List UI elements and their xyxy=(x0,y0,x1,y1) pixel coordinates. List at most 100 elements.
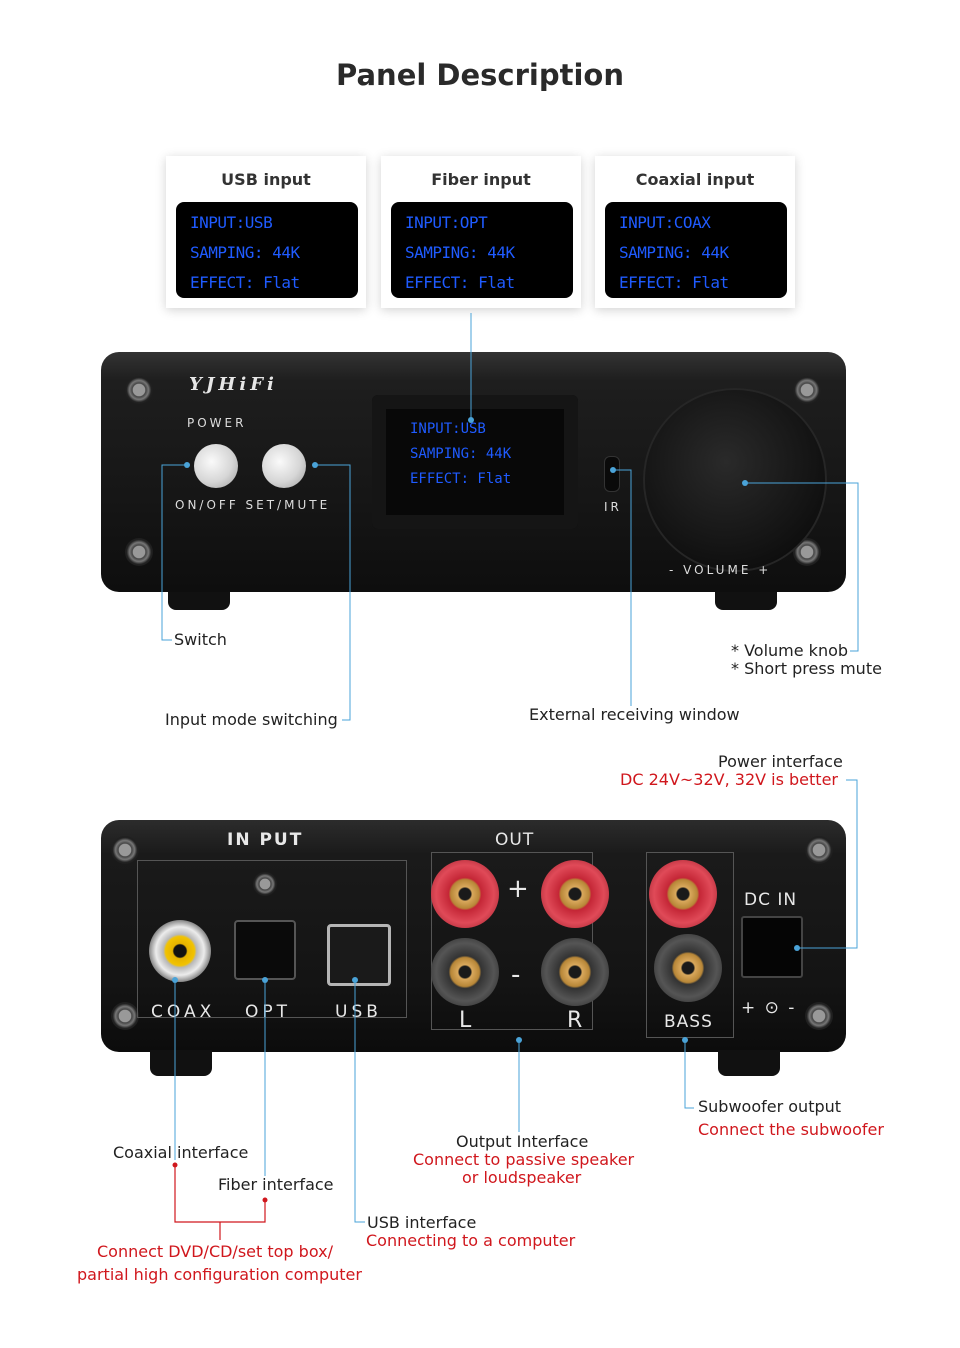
leader-dot xyxy=(468,417,474,423)
card-title: USB input xyxy=(221,170,311,189)
short-press-label: * Short press mute xyxy=(731,659,882,678)
subwoofer-desc-label: Connect the subwoofer xyxy=(698,1120,884,1139)
usb-interface-label: USB interface xyxy=(367,1213,477,1232)
leader-dot xyxy=(184,462,190,468)
oled-display: INPUT:COAX SAMPING: 44K EFFECT: Flat xyxy=(605,202,787,298)
set-mute-button[interactable] xyxy=(262,444,306,488)
display-line: SAMPING: 44K xyxy=(190,243,300,262)
volume-label: - VOLUME + xyxy=(669,563,772,577)
right-label: R xyxy=(567,1008,587,1033)
opt-jack[interactable] xyxy=(234,920,296,980)
volume-knob-label: * Volume knob xyxy=(731,641,849,660)
leader-line xyxy=(354,980,365,1223)
leader-dot xyxy=(794,945,800,951)
dc-in-label: DC IN xyxy=(744,890,798,910)
leader-dot xyxy=(516,1037,522,1043)
brand-logo: YJHiFi xyxy=(189,374,278,395)
coaxial-interface-label: Coaxial interface xyxy=(113,1143,249,1162)
left-positive-terminal[interactable] xyxy=(431,860,499,928)
panel-foot xyxy=(150,1050,212,1076)
panel-foot xyxy=(718,1050,780,1076)
display-line: SAMPING: 44K xyxy=(405,243,515,262)
ir-window xyxy=(604,456,620,492)
bass-section-frame xyxy=(646,852,734,1038)
card-title: Coaxial input xyxy=(635,170,755,189)
screw-icon xyxy=(805,836,833,864)
bracket-dot xyxy=(262,1197,268,1203)
subwoofer-output-label: Subwoofer output xyxy=(698,1097,842,1116)
oled-display: INPUT:USB SAMPING: 44K EFFECT: Flat xyxy=(176,202,358,298)
input-section-frame xyxy=(137,860,407,1018)
dc-power-jack[interactable] xyxy=(741,916,803,978)
display-line: SAMPING: 44K xyxy=(619,243,729,262)
power-interface-label: Power interface xyxy=(718,752,843,771)
panel-foot xyxy=(715,592,777,610)
display-line: EFFECT: Flat xyxy=(190,273,300,292)
bracket-dot xyxy=(172,1162,178,1168)
plus-label: + xyxy=(507,874,533,904)
leader-dot xyxy=(312,462,318,468)
card-title: Fiber input xyxy=(431,170,531,189)
display-line: INPUT:USB xyxy=(410,421,486,437)
panel-foot xyxy=(168,592,230,610)
left-negative-terminal[interactable] xyxy=(431,938,499,1006)
usb-label: USB xyxy=(335,1002,382,1022)
usb-input-card: USB input INPUT:USB SAMPING: 44K EFFECT:… xyxy=(166,156,366,308)
bass-label: BASS xyxy=(664,1012,713,1032)
front-display: INPUT:USB SAMPING: 44K EFFECT: Flat xyxy=(372,395,578,529)
screw-icon xyxy=(111,836,139,864)
leader-line xyxy=(684,1040,694,1109)
polarity-label: + ⊙ - xyxy=(741,998,797,1018)
out-section-frame xyxy=(431,852,593,1030)
volume-knob[interactable] xyxy=(645,390,825,570)
leader-line xyxy=(613,469,632,706)
external-window-label: External receiving window xyxy=(529,705,740,724)
left-label: L xyxy=(459,1008,476,1033)
switch-label: Switch xyxy=(174,630,227,649)
ir-label: IR xyxy=(604,500,622,514)
right-positive-terminal[interactable] xyxy=(541,860,609,928)
leader-line xyxy=(315,464,351,721)
display-line: EFFECT: Flat xyxy=(410,471,512,487)
display-line: EFFECT: Flat xyxy=(405,273,515,292)
display-line: INPUT:USB xyxy=(190,213,273,232)
bracket-line xyxy=(174,1165,266,1223)
fiber-input-card: Fiber input INPUT:OPT SAMPING: 44K EFFEC… xyxy=(381,156,581,308)
bass-positive-terminal[interactable] xyxy=(649,860,717,928)
back-panel: IN PUT COAX OPT USB OUT + - L R BASS DC … xyxy=(101,820,846,1052)
opt-label: OPT xyxy=(245,1002,292,1022)
leader-dot xyxy=(610,467,616,473)
button-labels: ON/OFF SET/MUTE xyxy=(175,498,331,512)
out-title: OUT xyxy=(495,830,535,850)
leader-dot xyxy=(742,480,748,486)
display-line: INPUT:COAX xyxy=(619,213,711,232)
screw-icon xyxy=(111,1002,139,1030)
output-interface-label: Output Interface xyxy=(456,1132,589,1151)
screw-icon xyxy=(125,376,153,404)
usb-desc-label: Connecting to a computer xyxy=(366,1231,576,1250)
power-spec-label: DC 24V~32V, 32V is better xyxy=(620,770,838,789)
screw-icon xyxy=(805,1002,833,1030)
bass-negative-terminal[interactable] xyxy=(654,934,722,1002)
power-button[interactable] xyxy=(194,444,238,488)
front-panel: YJHiFi POWER ON/OFF SET/MUTE INPUT:USB S… xyxy=(101,352,846,592)
coax-label: COAX xyxy=(151,1002,216,1022)
display-line: INPUT:OPT xyxy=(405,213,488,232)
leader-line xyxy=(745,482,859,652)
display-line: EFFECT: Flat xyxy=(619,273,729,292)
coaxial-input-card: Coaxial input INPUT:COAX SAMPING: 44K EF… xyxy=(595,156,795,308)
output-desc-label-2: or loudspeaker xyxy=(462,1168,582,1187)
right-negative-terminal[interactable] xyxy=(541,938,609,1006)
input-title: IN PUT xyxy=(227,830,304,850)
leader-dot xyxy=(262,977,268,983)
usb-jack[interactable] xyxy=(327,924,391,986)
coax-jack[interactable] xyxy=(149,920,211,982)
leader-line xyxy=(161,464,187,641)
leader-line xyxy=(797,779,858,949)
screw-icon xyxy=(793,376,821,404)
connect-dvd-label: Connect DVD/CD/set top box/ xyxy=(97,1242,333,1261)
fiber-interface-label: Fiber interface xyxy=(218,1175,334,1194)
leader-dot xyxy=(172,977,178,983)
partial-computer-label: partial high configuration computer xyxy=(77,1265,362,1284)
